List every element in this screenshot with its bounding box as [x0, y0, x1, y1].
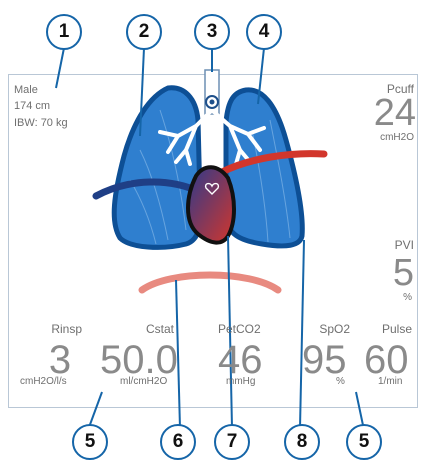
callout-5-left: 5	[72, 424, 108, 460]
metric-unit-petco2: mmHg	[226, 376, 255, 387]
callout-4: 4	[246, 14, 282, 50]
left-lung	[114, 88, 200, 248]
callout-1: 1	[46, 14, 82, 50]
callout-5-right: 5	[346, 424, 382, 460]
callout-7: 7	[214, 424, 250, 460]
metric-unit-pulse: 1/min	[378, 376, 402, 387]
metric-label-rinsp: Rinsp	[36, 322, 82, 336]
metric-value-pulse: 60	[364, 340, 409, 380]
metric-label-pulse: Pulse	[360, 322, 412, 336]
metric-unit-rinsp: cmH2O/l/s	[20, 376, 67, 387]
callout-6: 6	[160, 424, 196, 460]
metric-value-rinsp: 3	[40, 340, 80, 380]
callout-8: 8	[284, 424, 320, 460]
metric-label-petco2: PetCO2	[218, 322, 261, 336]
metric-label-spo2: SpO2	[304, 322, 350, 336]
metric-value-cstat: 50.0	[100, 340, 178, 380]
metric-value-petco2: 46	[218, 340, 263, 380]
metric-unit-spo2: %	[336, 376, 345, 387]
metric-label-cstat: Cstat	[110, 322, 174, 336]
callout-2: 2	[126, 14, 162, 50]
trachea	[205, 70, 219, 114]
callout-3: 3	[194, 14, 230, 50]
heart	[188, 167, 234, 242]
diaphragm	[142, 275, 278, 290]
metric-value-spo2: 95	[302, 340, 347, 380]
metric-unit-cstat: ml/cmH2O	[120, 376, 167, 387]
